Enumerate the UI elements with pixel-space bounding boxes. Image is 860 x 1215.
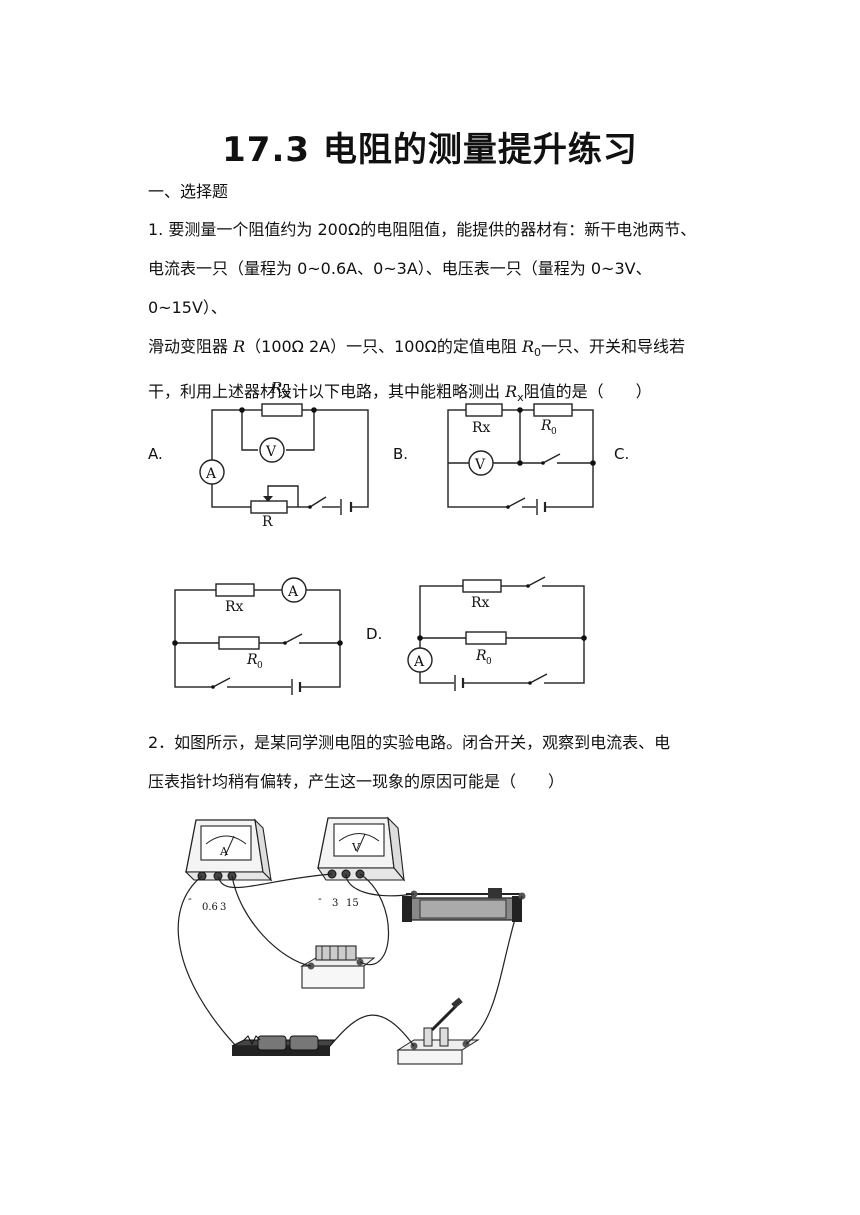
ammeter-terminal-0.6: 0.6	[202, 902, 218, 913]
circuit-b-node	[517, 407, 523, 413]
ammeter-device: A - 0.6 3	[184, 818, 273, 913]
question-2: 2．如图所示，是某同学测电阻的实验电路。闭合开关，观察到电流表、电 压表指针均稍…	[148, 723, 728, 801]
circuit-b-resistor-rx	[465, 403, 503, 417]
q2-line-1: 2．如图所示，是某同学测电阻的实验电路。闭合开关，观察到电流表、电	[148, 733, 671, 752]
circuit-d-node	[417, 635, 423, 641]
q2-line-2: 压表指针均稍有偏转，产生这一现象的原因可能是（ ）	[148, 772, 565, 791]
circuit-b-node	[517, 460, 523, 466]
circuit-b-resistor-r0	[533, 403, 573, 417]
circuit-d-switch2	[529, 673, 548, 684]
circuit-c-ammeter	[281, 577, 307, 603]
q1-line-2: 电流表一只（量程为 0~0.6A、0~3A）、电压表一只（量程为 0~3V、0~…	[148, 259, 652, 317]
option-c-label: C.	[614, 445, 630, 463]
circuit-d-switch2-pivot	[528, 681, 532, 685]
option-a-label: A.	[148, 445, 163, 463]
circuit-a-rheostat-label: R	[262, 514, 273, 530]
circuit-a-switch-pivot	[308, 505, 312, 509]
circuit-d-node	[581, 635, 587, 641]
circuit-d-rx-label: Rx	[471, 595, 490, 611]
circuit-b-node	[590, 460, 596, 466]
battery-pack	[231, 1035, 335, 1056]
voltmeter-terminal-neg: -	[318, 892, 322, 905]
q1-line-4: 干，利用上述器材设计以下电路，其中能粗略测出 Rx阻值的是（ ）	[148, 382, 652, 405]
circuit-b-switch2-pivot	[506, 505, 510, 509]
voltmeter-terminal-15: 15	[346, 898, 359, 909]
circuit-a-ammeter	[199, 459, 225, 485]
circuit-c-r0-sub: 0	[257, 661, 263, 671]
circuit-a-switch	[309, 496, 327, 508]
circuit-a-voltmeter	[259, 437, 285, 463]
circuit-c-switch	[284, 633, 303, 644]
voltmeter-device: V - 3 15	[316, 816, 406, 909]
circuit-d-r0-label: R	[475, 648, 487, 664]
circuit-d-resistor-rx	[462, 579, 502, 593]
circuit-a-rheostat	[250, 500, 288, 514]
circuit-a-voltmeter-letter: V	[265, 444, 277, 460]
circuit-b-switch-pivot	[541, 461, 545, 465]
circuit-a-v-branch-right	[286, 410, 315, 451]
q1-line-1: 1. 要测量一个阻值约为 200Ω的电阻阻值，能提供的器材有：新干电池两节、	[148, 220, 697, 239]
circuit-c-rx-label: Rx	[225, 599, 244, 615]
ammeter-letter: A	[219, 845, 229, 858]
circuit-a-v-branch-left	[241, 410, 258, 451]
option-b-label: B.	[393, 445, 409, 463]
circuit-c-r0-label: R	[246, 652, 258, 668]
circuit-d-ammeter-letter: A	[413, 654, 425, 670]
circuit-d-resistor-r0	[465, 631, 507, 645]
ammeter-terminal-3: 3	[220, 902, 226, 913]
connection-wires	[177, 873, 523, 1047]
ammeter-terminal-neg: -	[188, 892, 192, 905]
circuit-b-rx-label: Rx	[472, 420, 491, 436]
circuit-d-outer-wire	[419, 585, 585, 684]
section-heading: 一、选择题	[148, 182, 229, 201]
page-title: 17.3 电阻的测量提升练习	[222, 130, 638, 170]
circuit-c-outer-wire	[174, 589, 341, 688]
circuit-b-switch2	[507, 497, 526, 508]
knife-switch	[396, 997, 480, 1065]
circuit-a-node	[239, 407, 245, 413]
circuit-c-resistor-r0	[218, 636, 260, 650]
circuit-a-rx-sub: X	[283, 389, 291, 400]
circuit-a-node	[311, 407, 317, 413]
circuit-c-node	[172, 640, 178, 646]
circuit-c-resistor-rx	[215, 583, 255, 597]
circuit-d-r0-sub: 0	[486, 657, 492, 667]
circuit-b-voltmeter	[468, 450, 494, 476]
q1-line-3: 滑动变阻器 R（100Ω 2A）一只、100Ω的定值电阻 R0一只、开关和导线若	[148, 337, 686, 360]
circuit-a-resistor-rx	[261, 403, 303, 417]
circuit-a-ammeter-letter: A	[205, 466, 217, 482]
circuit-c-switch2-pivot	[211, 685, 215, 689]
circuit-a-slider-wire	[267, 485, 299, 507]
option-d-label: D.	[366, 625, 383, 643]
circuit-b-r0-label: R	[540, 418, 552, 434]
circuit-c-switch-pivot	[283, 641, 287, 645]
circuit-b-switch	[542, 453, 561, 464]
circuit-b-r0-sub: 0	[551, 427, 557, 437]
resistor-on-board	[300, 945, 376, 989]
voltmeter-letter: V	[351, 841, 361, 854]
voltmeter-terminal-3: 3	[332, 898, 338, 909]
circuit-a-slider-arrow	[263, 496, 273, 502]
circuit-c-node	[337, 640, 343, 646]
rheostat-device	[402, 888, 526, 922]
circuit-d-switch-pivot	[526, 584, 530, 588]
circuit-b-voltmeter-letter: V	[474, 457, 486, 473]
circuit-d-switch	[527, 576, 546, 587]
question-1: 1. 要测量一个阻值约为 200Ω的电阻阻值，能提供的器材有：新干电池两节、 电…	[148, 210, 728, 417]
circuit-c-switch2	[212, 677, 231, 688]
circuit-c-ammeter-letter: A	[287, 584, 299, 600]
circuit-d-ammeter	[407, 647, 433, 673]
circuit-a-rx-label: R	[270, 379, 282, 397]
